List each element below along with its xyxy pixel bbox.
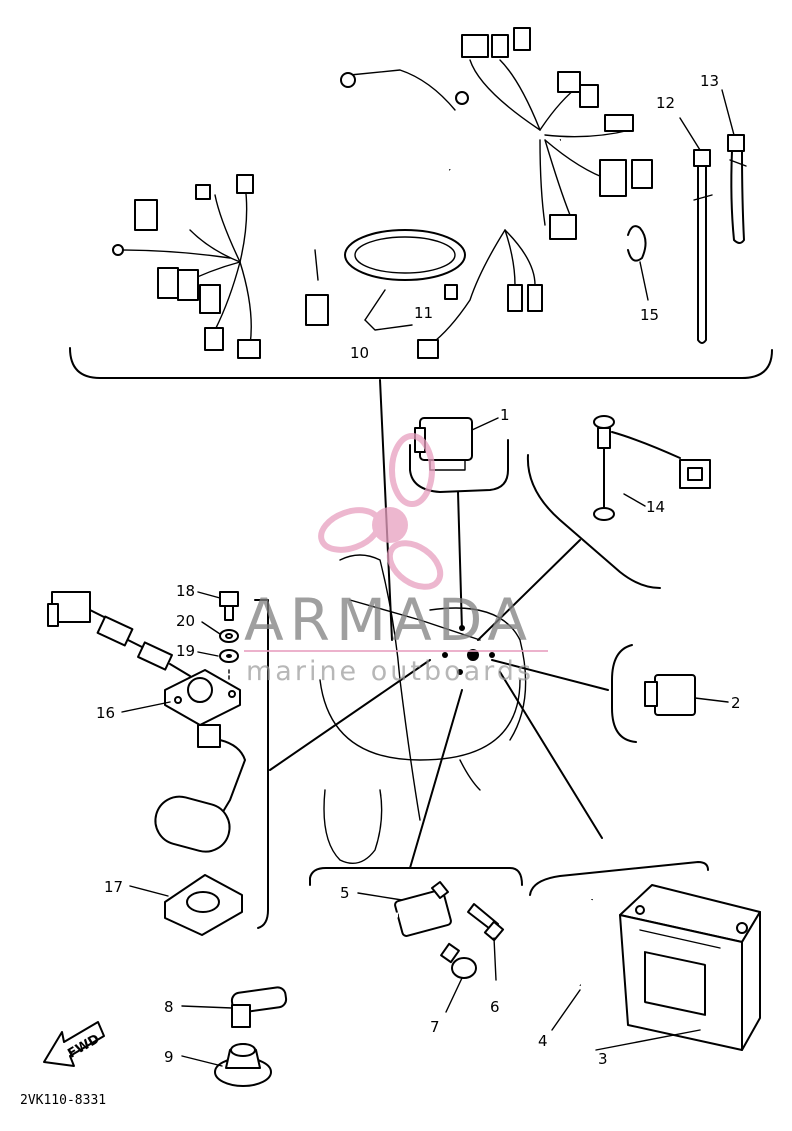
sender-group-bracket: [254, 599, 269, 929]
cable-tie-short: [727, 134, 747, 244]
watermark-tagline: marine outboards: [246, 656, 534, 687]
battery-group-bracket: [529, 861, 709, 896]
callout-3: 3: [598, 1050, 608, 1068]
callout-11: 11: [414, 304, 433, 322]
spark-plug-cover: [214, 1043, 272, 1087]
callout-1: 1: [500, 406, 510, 424]
forward-direction-arrow: FWD: [43, 1021, 105, 1067]
callout-13: 13: [700, 72, 719, 90]
coil-group-bracket: [309, 867, 523, 886]
ignition-coil: [279, 881, 452, 993]
assembly-leader-lines: [269, 379, 609, 869]
sensor-lead-assembly: [593, 415, 711, 521]
callout-labels: 1 2 3 4 5 6 7 8 9 10 11 12 13 14 15 16 1…: [96, 72, 741, 1068]
wire-clamp: [627, 225, 647, 262]
callout-leaders: [121, 89, 735, 1067]
bolt-washer-stack: [219, 591, 239, 683]
wire-harness: [112, 27, 653, 359]
armada-watermark: ARMADA marine outboards: [244, 433, 548, 687]
callout-4: 4: [538, 1032, 548, 1050]
sensor-bracket: [526, 454, 661, 589]
motorcycle-outline: [319, 554, 527, 864]
callout-16: 16: [96, 704, 115, 722]
callout-18: 18: [176, 582, 195, 600]
callout-8: 8: [164, 998, 174, 1016]
fuel-level-sender: [47, 591, 246, 853]
diagram-code: 2VK110-8331: [20, 1093, 106, 1108]
relay-bracket: [409, 439, 509, 493]
callout-7: 7: [430, 1018, 440, 1036]
callout-9: 9: [164, 1048, 174, 1066]
callout-17: 17: [104, 878, 123, 896]
callout-2: 2: [731, 694, 741, 712]
relay-small: [644, 674, 696, 716]
callout-15: 15: [640, 306, 659, 324]
callout-12: 12: [656, 94, 675, 112]
callout-19: 19: [176, 642, 195, 660]
callout-10: 10: [350, 344, 369, 362]
cable-tie-long: [693, 149, 713, 344]
sender-gasket: [164, 874, 243, 936]
relay-small-bracket: [611, 644, 637, 743]
harness-group-bracket: [69, 347, 773, 379]
coil-bolt-long: [467, 903, 505, 942]
spark-plug-cap: [230, 986, 288, 1028]
watermark-brand: ARMADA: [244, 586, 533, 654]
callout-20: 20: [176, 612, 195, 630]
coil-bolt-short: [440, 942, 477, 979]
callout-14: 14: [646, 498, 665, 516]
battery: [619, 884, 761, 1051]
callout-5: 5: [340, 884, 350, 902]
propeller-logo: [318, 433, 444, 590]
callout-6: 6: [490, 998, 500, 1016]
battery-breather-hose: [551, 899, 594, 987]
